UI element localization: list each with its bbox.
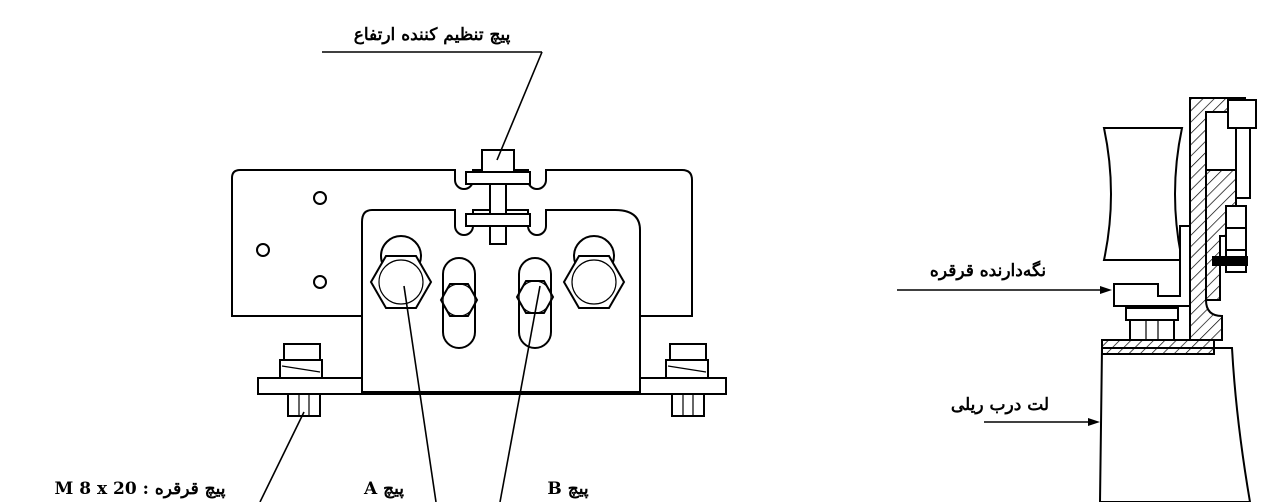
- leader-line: [259, 411, 305, 502]
- label-roller-screw: M 8 x 20 : پیچ قرقره: [55, 479, 226, 499]
- roller-bolt-right: [665, 343, 709, 417]
- hole: [256, 243, 270, 257]
- leader-line: [496, 51, 543, 161]
- hex-nut: [439, 283, 479, 317]
- arrow-head: [1088, 418, 1100, 426]
- nut: [1129, 319, 1175, 341]
- leader-line: [403, 285, 437, 502]
- leader-line: [499, 285, 541, 502]
- arrow-head: [1100, 286, 1112, 294]
- label-sliding-door-panel: لت درب ریلی: [951, 395, 1049, 415]
- nut: [1125, 307, 1179, 321]
- bolt-head: [1227, 99, 1257, 129]
- roller-wheel: [1102, 127, 1184, 261]
- label-screw-a: A پیچ: [363, 479, 404, 499]
- bracket-section: [1189, 97, 1246, 341]
- hole: [313, 191, 327, 205]
- hole: [313, 275, 327, 289]
- bolt-shank: [1235, 127, 1251, 199]
- height-adjust-screw: [465, 149, 531, 245]
- hex-nut: [515, 280, 555, 314]
- nut: [1225, 205, 1247, 229]
- bolt-a: [369, 235, 433, 309]
- axle: [1212, 256, 1248, 266]
- label-screw-b: B پیچ: [547, 479, 588, 499]
- front-view: [231, 51, 727, 502]
- front-plate: [361, 209, 641, 393]
- label-roller-holder: نگه‌دارنده قرقره: [930, 260, 1046, 281]
- nut: [1225, 227, 1247, 251]
- label-height-screw: پیچ تنظیم کننده ارتفاع: [354, 25, 511, 45]
- sliding-door-panel: [1098, 347, 1252, 502]
- panel-profile: [1101, 339, 1215, 355]
- roller-holder: [1113, 225, 1191, 307]
- bolt-b: [562, 235, 626, 309]
- side-view: [897, 97, 1257, 502]
- roller-bolt-left: [279, 343, 323, 417]
